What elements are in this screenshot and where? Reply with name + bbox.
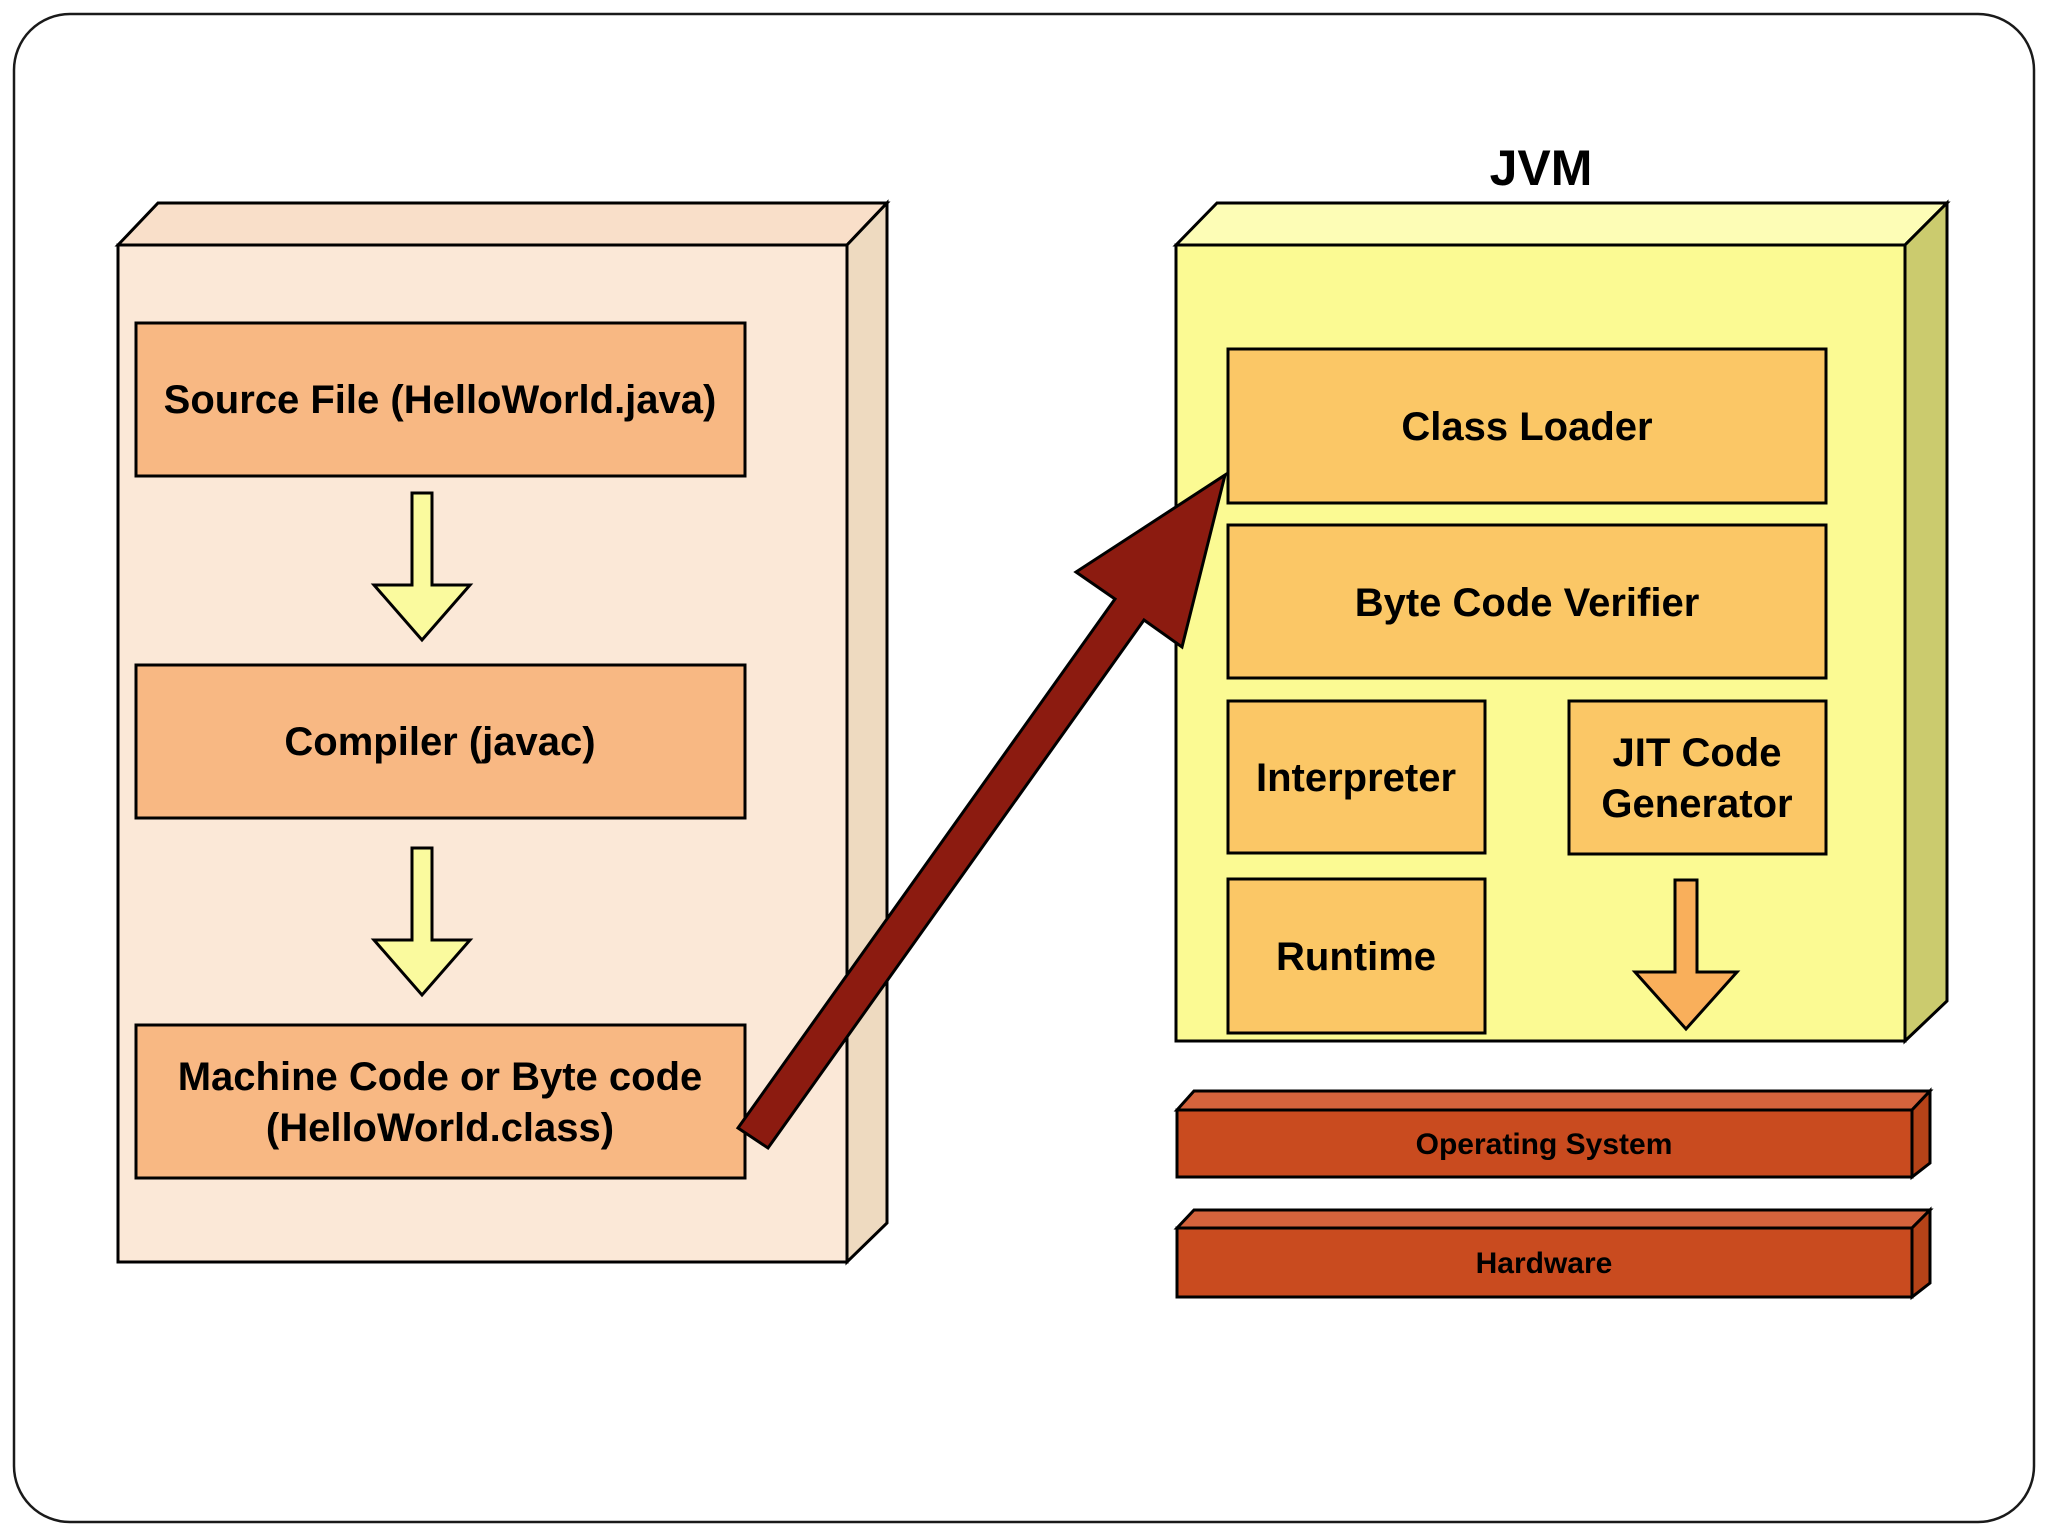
yellow-down-arrow-2 — [370, 846, 474, 998]
jit-down-arrow — [1631, 878, 1741, 1032]
machine-code-box-label-line2: (HelloWorld.class) — [266, 1106, 614, 1150]
compile-panel-top-face — [114, 201, 891, 247]
runtime-box — [1226, 877, 1487, 1035]
jvm-panel: Class Loader Byte Code Verifier Interpre… — [1172, 199, 1951, 1045]
hardware-bar-front-face — [1175, 1226, 1914, 1299]
jvm-title: JVM — [1490, 140, 1593, 196]
compiler-box-label: Compiler (javac) — [284, 720, 595, 764]
jvm-panel-top-face — [1172, 201, 1951, 247]
interpreter-box-label: Interpreter — [1256, 756, 1456, 800]
hardware-bar: Hardware — [1173, 1206, 1934, 1301]
byte-code-verifier-box-label: Byte Code Verifier — [1355, 581, 1700, 625]
operating-system-bar-label: Operating System — [1416, 1128, 1673, 1161]
interpreter-box — [1226, 699, 1487, 855]
source-file-box-label: Source File (HelloWorld.java) — [164, 378, 717, 422]
operating-system-bar: Operating System — [1173, 1087, 1934, 1181]
slide-border — [12, 12, 2036, 1524]
jvm-panel-side-face — [1903, 199, 1949, 1045]
jit-code-generator-box — [1567, 699, 1828, 856]
operating-system-bar-front-face — [1175, 1108, 1914, 1179]
machine-code-box-label-line1: Machine Code or Byte code — [178, 1055, 703, 1099]
compiler-box — [134, 663, 747, 820]
jit-code-generator-box-label-line2: Generator — [1601, 782, 1792, 826]
operating-system-bar-top-face — [1173, 1089, 1934, 1112]
jit-code-generator-box-label-line1: JIT Code — [1613, 731, 1782, 775]
hardware-bar-label: Hardware — [1476, 1247, 1613, 1280]
class-loader-box — [1226, 347, 1828, 505]
bytecode-to-jvm-arrow — [735, 471, 1228, 1151]
byte-code-verifier-box — [1226, 523, 1828, 680]
yellow-down-arrow-1 — [370, 491, 474, 643]
source-file-box — [134, 321, 747, 478]
runtime-box-label: Runtime — [1276, 935, 1436, 979]
class-loader-box-label: Class Loader — [1401, 405, 1652, 449]
hardware-bar-top-face — [1173, 1208, 1934, 1230]
compile-panel-side-face — [845, 199, 889, 1266]
machine-code-box — [134, 1023, 747, 1180]
